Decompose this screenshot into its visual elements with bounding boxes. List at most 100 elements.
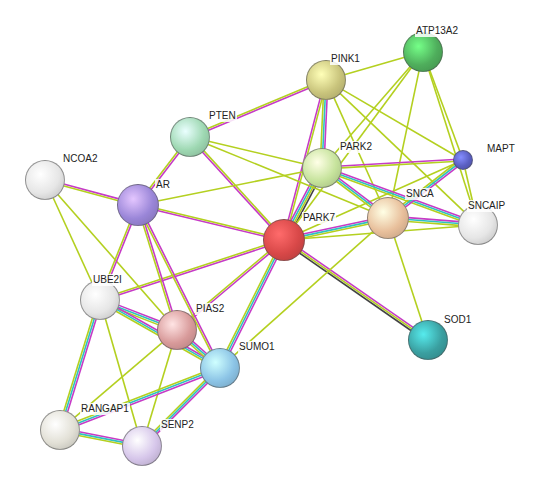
evidence-line xyxy=(300,251,412,329)
evidence-line xyxy=(337,179,372,205)
protein-node: UBE2I xyxy=(80,280,120,320)
evidence-line xyxy=(392,71,419,199)
evidence-line xyxy=(394,237,422,322)
protein-label: SENP2 xyxy=(160,419,195,431)
evidence-line xyxy=(191,343,206,356)
protein-label: PTEN xyxy=(208,110,237,122)
interaction-edge xyxy=(157,209,265,237)
evidence-line xyxy=(408,221,459,225)
evidence-line xyxy=(321,99,323,149)
interaction-edge xyxy=(430,70,460,152)
interaction-edge xyxy=(392,71,419,199)
evidence-line xyxy=(429,70,472,207)
protein-node: SNCAIP xyxy=(458,205,498,245)
protein-label: SOD1 xyxy=(443,314,472,326)
evidence-line xyxy=(157,211,264,237)
protein-node: SOD1 xyxy=(408,320,448,360)
protein-node: PARK2 xyxy=(302,148,342,188)
interaction-edge xyxy=(154,380,208,434)
evidence-line xyxy=(66,318,95,412)
interaction-edge xyxy=(77,373,203,425)
evidence-line xyxy=(204,150,272,224)
protein-label: MAPT xyxy=(486,143,516,155)
evidence-line xyxy=(430,70,460,152)
protein-node: ATP13A2 xyxy=(403,32,443,72)
protein-label: SNCA xyxy=(405,188,435,200)
protein-label: RANGAP1 xyxy=(80,403,130,415)
evidence-line xyxy=(228,258,275,351)
evidence-line xyxy=(63,186,118,201)
evidence-line xyxy=(78,375,203,423)
evidence-line xyxy=(227,257,274,350)
protein-node: RANGAP1 xyxy=(40,410,80,450)
interaction-edge xyxy=(234,231,373,355)
protein-label: ATP13A2 xyxy=(415,25,459,37)
interaction-edge xyxy=(64,318,96,413)
protein-label: SUMO1 xyxy=(238,341,276,353)
interaction-edge xyxy=(78,432,123,444)
evidence-line xyxy=(148,222,212,350)
protein-node: SNCA xyxy=(367,197,409,239)
protein-node: PIAS2 xyxy=(157,310,197,350)
evidence-line xyxy=(207,86,308,128)
evidence-line xyxy=(405,167,457,207)
protein-node: SUMO1 xyxy=(200,348,240,388)
interaction-edge xyxy=(116,308,205,361)
evidence-line xyxy=(336,181,371,207)
evidence-line xyxy=(78,436,123,445)
protein-node: NCOA2 xyxy=(25,160,65,200)
evidence-line xyxy=(299,253,411,331)
interaction-edge xyxy=(207,86,309,130)
protein-label: PARK7 xyxy=(302,212,336,224)
evidence-line xyxy=(117,308,204,357)
evidence-line xyxy=(64,318,93,412)
interaction-edge xyxy=(158,172,304,201)
interaction-edge xyxy=(321,99,327,149)
protein-node: AR xyxy=(117,184,159,226)
evidence-line xyxy=(158,172,304,201)
protein-label: SNCAIP xyxy=(467,200,506,212)
evidence-line xyxy=(155,381,206,432)
evidence-line xyxy=(154,380,205,431)
interaction-edge xyxy=(208,141,303,163)
protein-label: PINK1 xyxy=(330,53,361,65)
protein-label: UBE2I xyxy=(92,274,123,286)
protein-node: PARK7 xyxy=(263,219,305,261)
evidence-line xyxy=(341,161,454,167)
interaction-edge xyxy=(403,164,457,207)
evidence-line xyxy=(191,252,268,317)
interaction-edge xyxy=(227,257,277,352)
evidence-line xyxy=(208,141,303,163)
evidence-line xyxy=(117,309,204,358)
protein-node: PINK1 xyxy=(306,60,346,100)
evidence-line xyxy=(118,245,265,293)
protein-node: MAPT xyxy=(453,150,473,170)
evidence-line xyxy=(302,250,414,328)
evidence-line xyxy=(192,254,269,319)
protein-label: PARK2 xyxy=(339,141,373,153)
evidence-line xyxy=(202,152,270,226)
evidence-line xyxy=(234,231,373,355)
protein-label: AR xyxy=(155,179,171,191)
evidence-line xyxy=(79,432,124,441)
interaction-edge xyxy=(394,237,422,322)
protein-label: PIAS2 xyxy=(195,303,225,315)
evidence-line xyxy=(79,434,124,443)
evidence-line xyxy=(403,164,455,204)
interaction-edge xyxy=(429,70,472,207)
interaction-edge xyxy=(341,160,454,168)
protein-label: NCOA2 xyxy=(62,153,98,165)
evidence-line xyxy=(64,184,119,199)
interaction-edge xyxy=(408,218,459,226)
interaction-edge xyxy=(74,342,162,417)
evidence-line xyxy=(157,383,208,434)
evidence-line xyxy=(143,224,170,312)
evidence-line xyxy=(67,319,96,413)
evidence-line xyxy=(404,166,456,206)
evidence-line xyxy=(74,342,162,417)
evidence-line xyxy=(158,209,265,235)
interaction-edge xyxy=(299,250,413,331)
interaction-edge xyxy=(191,252,269,318)
interaction-edge xyxy=(202,150,271,225)
